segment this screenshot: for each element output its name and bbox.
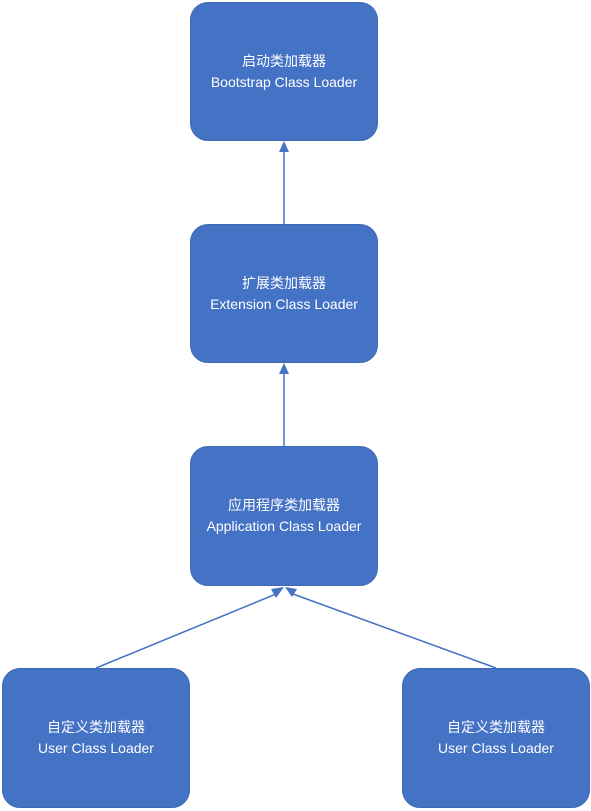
edge-user-left-to-application xyxy=(95,593,277,669)
arrowhead-application-right xyxy=(285,587,297,597)
node-label-zh: 应用程序类加载器 xyxy=(228,498,340,514)
node-label-en: Extension Class Loader xyxy=(210,295,358,312)
node-user-class-loader-left: 自定义类加载器 User Class Loader xyxy=(2,668,190,808)
arrowhead-bootstrap xyxy=(279,141,289,152)
node-extension-class-loader: 扩展类加载器 Extension Class Loader xyxy=(190,224,378,363)
node-label-zh: 自定义类加载器 xyxy=(47,720,145,736)
arrowhead-application-left xyxy=(271,587,284,598)
edge-user-right-to-application xyxy=(292,593,497,669)
node-label-zh: 自定义类加载器 xyxy=(447,720,545,736)
node-label-en: Application Class Loader xyxy=(206,518,362,534)
arrowhead-extension xyxy=(279,363,289,374)
node-application-class-loader: 应用程序类加载器 Application Class Loader xyxy=(190,446,378,586)
node-label-zh: 扩展类加载器 xyxy=(242,275,326,292)
node-label-en: Bootstrap Class Loader xyxy=(210,73,358,90)
node-bootstrap-class-loader: 启动类加载器 Bootstrap Class Loader xyxy=(190,2,378,141)
node-user-class-loader-right: 自定义类加载器 User Class Loader xyxy=(402,668,590,808)
node-label-en: User Class Loader xyxy=(438,740,554,756)
node-label-en: User Class Loader xyxy=(38,740,154,756)
node-label-zh: 启动类加载器 xyxy=(242,53,326,70)
